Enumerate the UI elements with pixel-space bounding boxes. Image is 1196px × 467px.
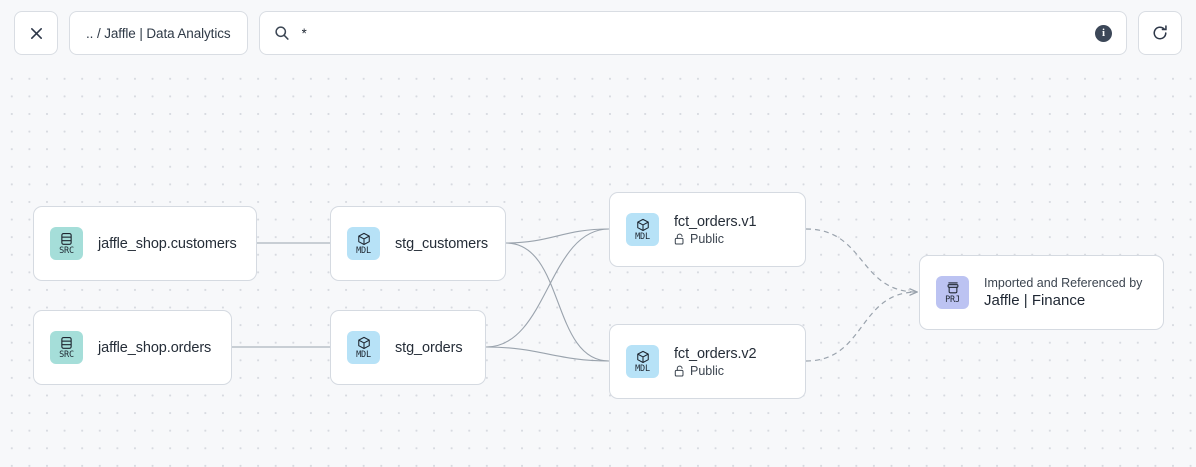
cube-icon <box>636 218 650 233</box>
node-src-customers[interactable]: SRC jaffle_shop.customers <box>33 206 257 281</box>
node-title: fct_orders.v2 <box>674 345 757 362</box>
node-stg-orders[interactable]: MDL stg_orders <box>330 310 486 385</box>
node-visibility-label: Public <box>690 231 725 246</box>
cube-icon <box>357 336 371 351</box>
breadcrumb-button[interactable]: .. / Jaffle | Data Analytics <box>69 11 248 55</box>
archive-box-icon <box>946 281 960 296</box>
node-title: stg_customers <box>395 235 488 252</box>
lineage-canvas[interactable]: SRC jaffle_shop.customers SRC jaffle_sho… <box>0 66 1196 467</box>
badge-src: SRC <box>50 227 83 260</box>
badge-mdl-label: MDL <box>635 363 650 374</box>
node-body: jaffle_shop.customers <box>98 236 237 252</box>
badge-mdl: MDL <box>347 331 380 364</box>
node-body: fct_orders.v1 Public <box>674 214 757 246</box>
node-fct-orders-v2[interactable]: MDL fct_orders.v2 Public <box>609 324 806 399</box>
node-title: fct_orders.v1 <box>674 213 757 230</box>
node-kicker: Imported and Referenced by <box>984 276 1143 290</box>
close-button[interactable] <box>14 11 58 55</box>
node-src-orders[interactable]: SRC jaffle_shop.orders <box>33 310 232 385</box>
search-bar[interactable]: i <box>258 11 1127 55</box>
edge-stg-customers-fct-v1 <box>505 228 610 244</box>
badge-src: SRC <box>50 331 83 364</box>
node-body: jaffle_shop.orders <box>98 340 211 356</box>
node-fct-orders-v1[interactable]: MDL fct_orders.v1 Public <box>609 192 806 267</box>
edge-fct-v1-prj-finance <box>805 228 917 292</box>
toolbar: .. / Jaffle | Data Analytics i <box>0 0 1196 66</box>
node-title: jaffle_shop.orders <box>98 339 212 356</box>
database-icon <box>60 232 73 247</box>
node-title: stg_orders <box>395 339 463 356</box>
node-body: stg_orders <box>395 340 463 356</box>
edge-stg-orders-fct-v2 <box>485 346 610 362</box>
database-icon <box>60 336 73 351</box>
cube-icon <box>636 350 650 365</box>
cube-icon <box>357 232 371 247</box>
badge-prj: PRJ <box>936 276 969 309</box>
refresh-icon <box>1151 24 1169 42</box>
badge-src-label: SRC <box>59 245 74 256</box>
badge-mdl-label: MDL <box>356 349 371 360</box>
node-body: Imported and Referenced by Jaffle | Fina… <box>984 276 1142 309</box>
node-prj-jaffle-finance[interactable]: PRJ Imported and Referenced by Jaffle | … <box>919 255 1164 330</box>
edge-fct-v2-prj-finance <box>805 292 917 362</box>
close-icon <box>29 26 44 41</box>
badge-src-label: SRC <box>59 349 74 360</box>
badge-mdl-label: MDL <box>635 231 650 242</box>
badge-mdl: MDL <box>626 345 659 378</box>
badge-mdl-label: MDL <box>356 245 371 256</box>
badge-prj-label: PRJ <box>945 294 960 305</box>
badge-mdl: MDL <box>347 227 380 260</box>
node-body: fct_orders.v2 Public <box>674 346 757 378</box>
refresh-button[interactable] <box>1138 11 1182 55</box>
node-visibility-label: Public <box>690 363 725 378</box>
node-stg-customers[interactable]: MDL stg_customers <box>330 206 506 281</box>
search-icon <box>274 25 290 41</box>
node-title: Jaffle | Finance <box>984 292 1086 309</box>
node-body: stg_customers <box>395 236 488 252</box>
edge-stg-customers-fct-v2 <box>505 242 610 362</box>
unlock-icon <box>674 365 685 377</box>
unlock-icon <box>674 233 685 245</box>
info-icon[interactable]: i <box>1095 24 1112 42</box>
search-input[interactable] <box>299 24 1085 42</box>
breadcrumb-label: .. / Jaffle | Data Analytics <box>86 25 231 41</box>
badge-mdl: MDL <box>626 213 659 246</box>
node-title: jaffle_shop.customers <box>98 235 237 252</box>
node-visibility: Public <box>674 232 757 246</box>
node-visibility: Public <box>674 364 757 378</box>
